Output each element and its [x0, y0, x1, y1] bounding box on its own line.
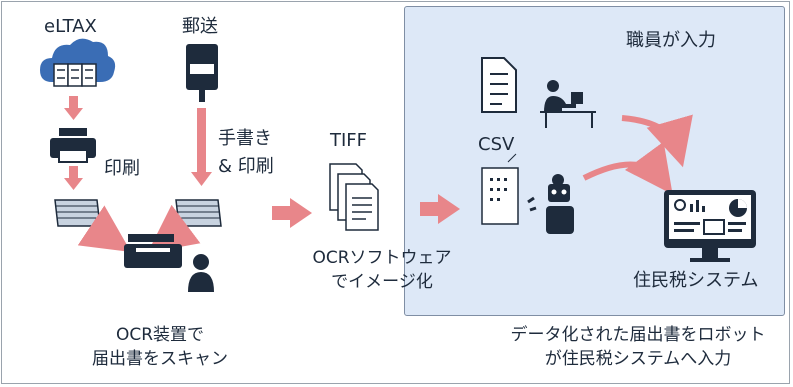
paper-stack-icon [175, 199, 222, 227]
handwrite-label: 手書き [218, 128, 272, 149]
robot-input-panel [404, 6, 785, 316]
robot-input-line-2: が住民税システムへ入力 [544, 349, 732, 369]
handwrite-print-label: & 印刷 [218, 156, 274, 177]
big-flow-arrow [272, 198, 312, 228]
eltax-label: eLTAX [44, 16, 97, 37]
arrows-to-system [582, 114, 693, 195]
flow-arrows-left [64, 96, 212, 190]
resident-tax-system-label: 住民税システム [633, 270, 759, 291]
robot-input-caption: データ化された届出書をロボット が住民税システムへ入力 [498, 323, 778, 371]
tiff-label: TIFF [330, 130, 368, 151]
mail-label: 郵送 [182, 16, 218, 37]
postbox-text-layer: POST [190, 65, 214, 74]
big-flow-arrow [420, 194, 460, 224]
ocr-scan-line-2: 届出書をスキャン [92, 349, 228, 369]
scanner-icon [124, 234, 182, 268]
printer-icon [50, 128, 96, 163]
postbox-text: POST [190, 65, 214, 74]
postbox-icon [186, 44, 218, 102]
paper-stack-icon [54, 199, 101, 227]
tiff-documents-icon [329, 163, 379, 231]
ocr-scan-caption: OCR装置で 届出書をスキャン [70, 323, 250, 371]
ocr-software-line-2: でイメージ化 [331, 272, 433, 292]
staff-at-desk-icon [540, 80, 596, 128]
ocr-software-line-1: OCRソフトウェア [312, 248, 452, 268]
ocr-scan-line-1: OCR装置で [115, 325, 205, 345]
robot-icon [527, 174, 574, 234]
person-icon [188, 254, 214, 292]
form-document-icon [481, 57, 517, 113]
csv-document-icon [481, 153, 519, 225]
ocr-software-caption: OCRソフトウェア でイメージ化 [302, 246, 462, 294]
robot-input-line-1: データ化された届出書をロボット [510, 325, 766, 345]
cloud-server-icon [40, 38, 116, 87]
staff-input-label: 職員が入力 [626, 30, 716, 51]
system-monitor-icon [664, 190, 756, 262]
csv-label: CSV [478, 134, 515, 155]
print-label: 印刷 [104, 158, 140, 179]
